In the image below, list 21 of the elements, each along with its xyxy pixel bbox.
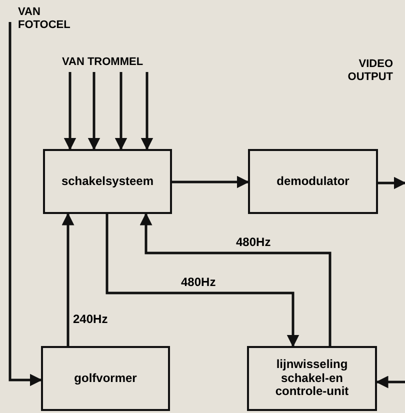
arrow xyxy=(106,214,300,348)
arrow xyxy=(8,22,42,386)
input-label: VAN FOTOCEL xyxy=(10,6,80,36)
process-box: lijnwisseling schakel-en controle-unit xyxy=(247,346,377,411)
input-label: VAN TROMMEL xyxy=(62,56,172,72)
arrow xyxy=(378,176,405,190)
arrow xyxy=(64,72,76,150)
output-label: VIDEO OUTPUT xyxy=(346,58,393,84)
arrow xyxy=(114,72,128,150)
arrow xyxy=(140,72,154,150)
arrow xyxy=(140,212,332,346)
process-box: golfvormer xyxy=(41,346,170,411)
arrow xyxy=(62,212,74,346)
process-box: demodulator xyxy=(248,149,378,214)
edge-label: 480Hz xyxy=(181,276,216,288)
edge-label: 480Hz xyxy=(236,236,271,248)
process-box: schakelsysteem xyxy=(43,149,172,214)
edge-label: 240Hz xyxy=(73,313,108,325)
arrow xyxy=(88,72,100,150)
arrow xyxy=(376,376,405,388)
arrow xyxy=(172,176,250,188)
